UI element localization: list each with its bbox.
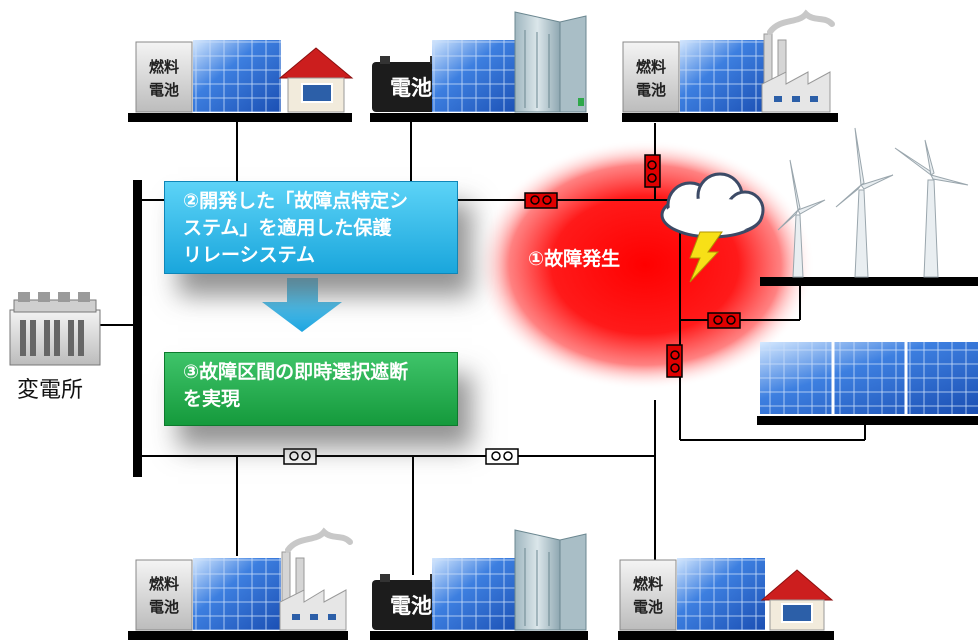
callout-instant-isolation: ③故障区間の即時選択遮断 を実現 (164, 352, 458, 426)
svg-text:燃料: 燃料 (636, 58, 666, 76)
wind-turbine-icon (777, 127, 969, 278)
svg-text:電池: 電池 (633, 598, 663, 616)
svg-text:燃料: 燃料 (633, 575, 663, 593)
substation-label: 変電所 (17, 378, 84, 403)
relay-switch-icon (524, 154, 741, 378)
fuel-cell-label: 燃料 (149, 58, 179, 76)
power-lines (100, 120, 866, 575)
office-building-icon (514, 529, 587, 631)
svg-text:電池: 電池 (149, 81, 179, 99)
svg-text:燃料: 燃料 (149, 575, 179, 593)
customer-top-2: 電池 (370, 11, 588, 122)
customer-bottom-3: 燃料 電池 (618, 558, 834, 640)
solar-farm (757, 342, 978, 425)
substation-busbar (133, 180, 142, 477)
callout-3-text: ③故障区間の即時選択遮断 を実現 (183, 361, 409, 410)
customer-top-1: 燃料 電池 (128, 40, 354, 122)
house-icon (278, 47, 354, 113)
relay-switch-icon (283, 448, 519, 465)
transformer-icon (9, 292, 101, 366)
svg-text:電池: 電池 (149, 598, 179, 616)
svg-text:電池: 電池 (636, 81, 666, 99)
customer-bottom-1: 燃料 電池 (128, 527, 353, 640)
factory-icon (279, 527, 353, 631)
callout-2-text: ②開発した「故障点特定シ ステム」を適用した保護 リレーシステム (183, 190, 409, 266)
svg-text:電池: 電池 (390, 594, 432, 618)
customer-top-3: 燃料 電池 (622, 9, 838, 122)
battery-icon: 電池 (372, 574, 450, 630)
svg-text:電池: 電池 (390, 76, 432, 100)
lightning-icon (689, 231, 723, 283)
wind-farm (760, 127, 978, 286)
down-arrow-icon (262, 278, 342, 332)
factory-icon (761, 9, 835, 113)
house-icon (760, 569, 834, 631)
customer-bottom-2: 電池 (370, 529, 588, 640)
callout-protection-relay-system: ②開発した「故障点特定シ ステム」を適用した保護 リレーシステム (164, 181, 458, 274)
office-building-icon (514, 11, 587, 113)
fault-label: ①故障発生 (528, 248, 621, 270)
storm-cloud-icon (660, 172, 765, 239)
